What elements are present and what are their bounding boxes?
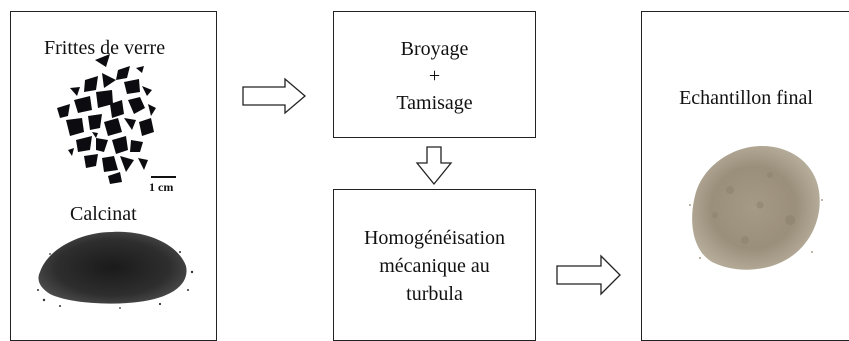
- calcinate-powder-image: [37, 231, 194, 309]
- homogenization-box: [333, 189, 536, 341]
- diagram-graphics: 1 cm: [37, 54, 823, 309]
- calcinate-label: Calcinat: [70, 203, 137, 225]
- sieving-line: Tamisage: [396, 92, 473, 114]
- grinding-line-1: Broyage: [400, 38, 469, 60]
- grinding-plus: +: [428, 65, 441, 87]
- final-sample-powder-image: [689, 146, 823, 270]
- scale-bar-label: 1 cm: [149, 180, 173, 194]
- glass-frit-image: [57, 54, 156, 184]
- arrow-to-final-sample-icon: [556, 254, 621, 296]
- homogenization-line-3: turbula: [406, 283, 463, 305]
- homogenization-line-1: Homogénéisation: [363, 227, 506, 249]
- frit-label: Frittes de verre: [44, 37, 166, 59]
- final-sample-label: Echantillon final: [679, 87, 813, 109]
- homogenization-line-2: mécanique au: [379, 255, 490, 277]
- arrow-to-grinding-icon: [242, 77, 307, 115]
- arrow-down-to-homogenization-icon: [415, 146, 453, 186]
- grinding-sieving-box: [333, 11, 536, 138]
